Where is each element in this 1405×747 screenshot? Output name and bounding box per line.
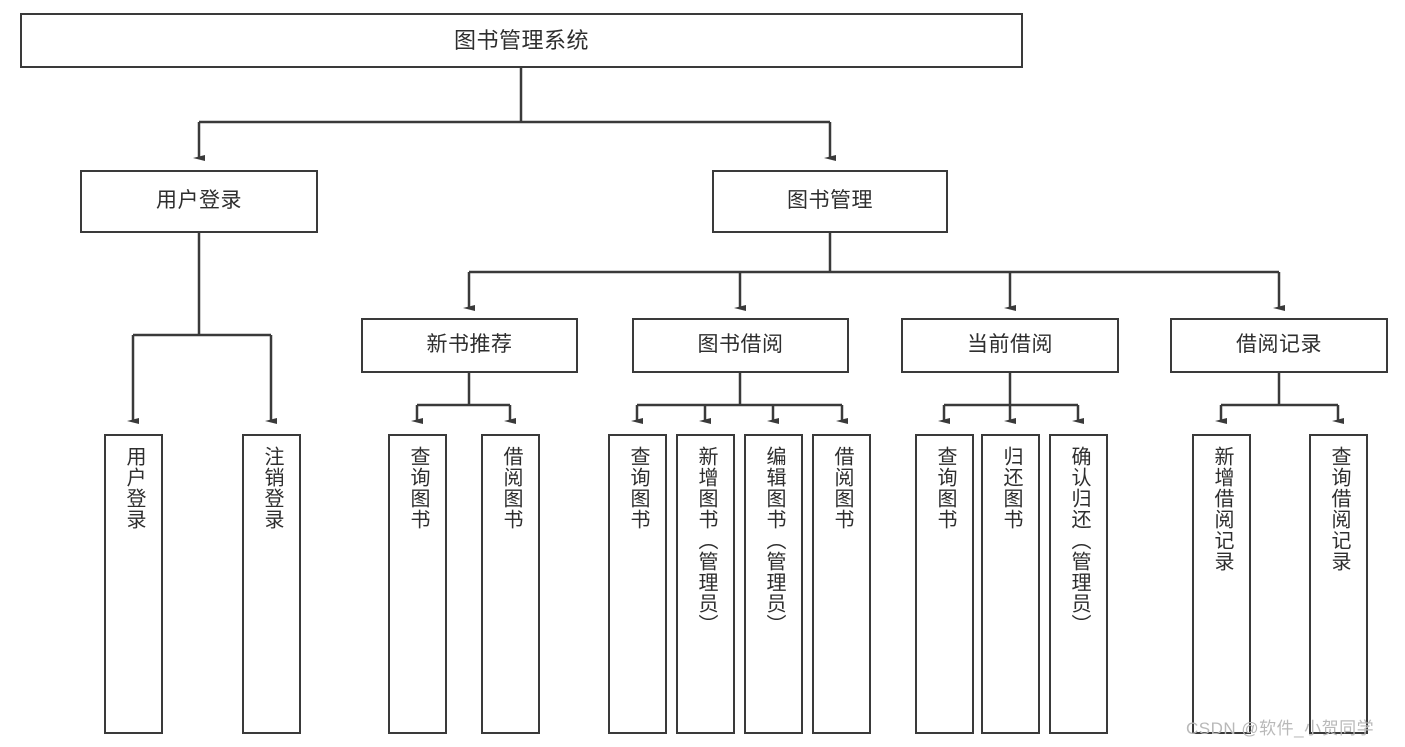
node-borrow-record[interactable]: 借阅记录: [1170, 318, 1388, 373]
leaf-new-book-query[interactable]: 查询图书: [388, 434, 447, 734]
leaf-record-add[interactable]: 新增借阅记录: [1192, 434, 1251, 734]
leaf-borrow-query-book[interactable]: 查询图书: [608, 434, 667, 734]
node-label: 借阅图书: [831, 446, 853, 530]
node-label: 注销登录: [261, 446, 283, 530]
watermark: CSDN @软件_小贺同学: [1186, 719, 1375, 738]
leaf-user-login-signout[interactable]: 注销登录: [242, 434, 301, 734]
node-label: 借阅图书: [500, 446, 522, 530]
node-label: 查询图书: [934, 446, 956, 530]
node-label: 编辑图书（管理员）: [763, 446, 785, 635]
node-user-login[interactable]: 用户登录: [80, 170, 318, 233]
node-label: 查询图书: [627, 446, 649, 530]
node-label: 图书管理: [787, 189, 873, 213]
leaf-borrow-borrow-book[interactable]: 借阅图书: [812, 434, 871, 734]
node-book-borrow[interactable]: 图书借阅: [632, 318, 849, 373]
leaf-current-query-book[interactable]: 查询图书: [915, 434, 974, 734]
node-label: 用户登录: [123, 446, 145, 530]
node-current-borrow[interactable]: 当前借阅: [901, 318, 1119, 373]
leaf-borrow-edit-book[interactable]: 编辑图书（管理员）: [744, 434, 803, 734]
node-label: 新书推荐: [426, 333, 513, 357]
node-label: 借阅记录: [1236, 333, 1322, 357]
node-label: 图书管理系统: [453, 27, 589, 53]
node-root-system[interactable]: 图书管理系统: [20, 13, 1023, 68]
node-label: 查询借阅记录: [1328, 446, 1350, 572]
node-book-management[interactable]: 图书管理: [712, 170, 948, 233]
leaf-borrow-add-book[interactable]: 新增图书（管理员）: [676, 434, 735, 734]
node-label: 查询图书: [407, 446, 429, 530]
node-label: 当前借阅: [967, 333, 1053, 357]
leaf-new-book-borrow[interactable]: 借阅图书: [481, 434, 540, 734]
leaf-user-login-signin[interactable]: 用户登录: [104, 434, 163, 734]
node-label: 确认归还（管理员）: [1068, 446, 1090, 635]
node-label: 新增图书（管理员）: [695, 446, 717, 635]
node-label: 用户登录: [156, 189, 242, 213]
leaf-current-return-book[interactable]: 归还图书: [981, 434, 1040, 734]
node-label: 归还图书: [1000, 446, 1022, 530]
node-new-book-recommend[interactable]: 新书推荐: [361, 318, 578, 373]
leaf-record-query[interactable]: 查询借阅记录: [1309, 434, 1368, 734]
leaf-current-confirm-return[interactable]: 确认归还（管理员）: [1049, 434, 1108, 734]
node-label: 新增借阅记录: [1211, 446, 1233, 572]
node-label: 图书借阅: [697, 333, 784, 357]
